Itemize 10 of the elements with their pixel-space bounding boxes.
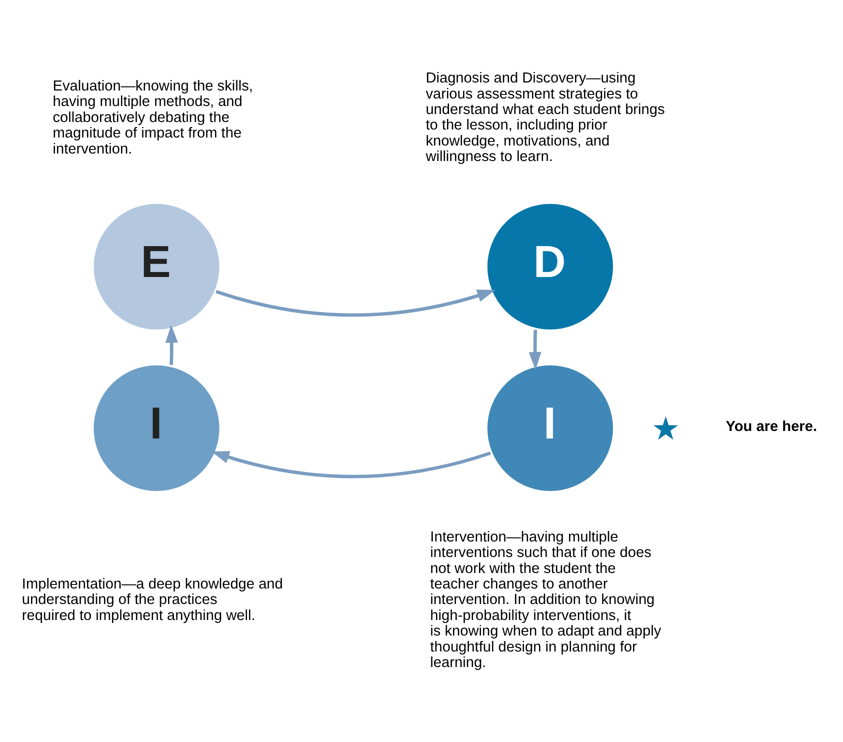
node-star xyxy=(653,416,678,440)
arrow xyxy=(211,451,491,478)
arrow xyxy=(165,324,178,366)
label: Evaluation—knowing the skills, having multiple methods, and collaboratively debating the magnitude of impact from the intervention. xyxy=(52,78,253,158)
label: You are here. xyxy=(726,418,818,435)
arrow xyxy=(216,290,496,317)
arrow xyxy=(528,330,542,370)
label: Diagnosis and Discovery—using various assessment strategies to understand what each student brings to the lesson, including prior knowledge, motivations, and willingness to learn. xyxy=(426,70,665,166)
label: Intervention—having multiple interventions such that if one does not work with the student the teacher changes to another intervention. In addition to knowing high-probability interventions, it is knowing when to adapt and apply thoughtful design in planning for learning. xyxy=(430,529,662,671)
label: Implementation—a deep knowledge and understanding of the practices required to implement anything well. xyxy=(22,576,283,624)
